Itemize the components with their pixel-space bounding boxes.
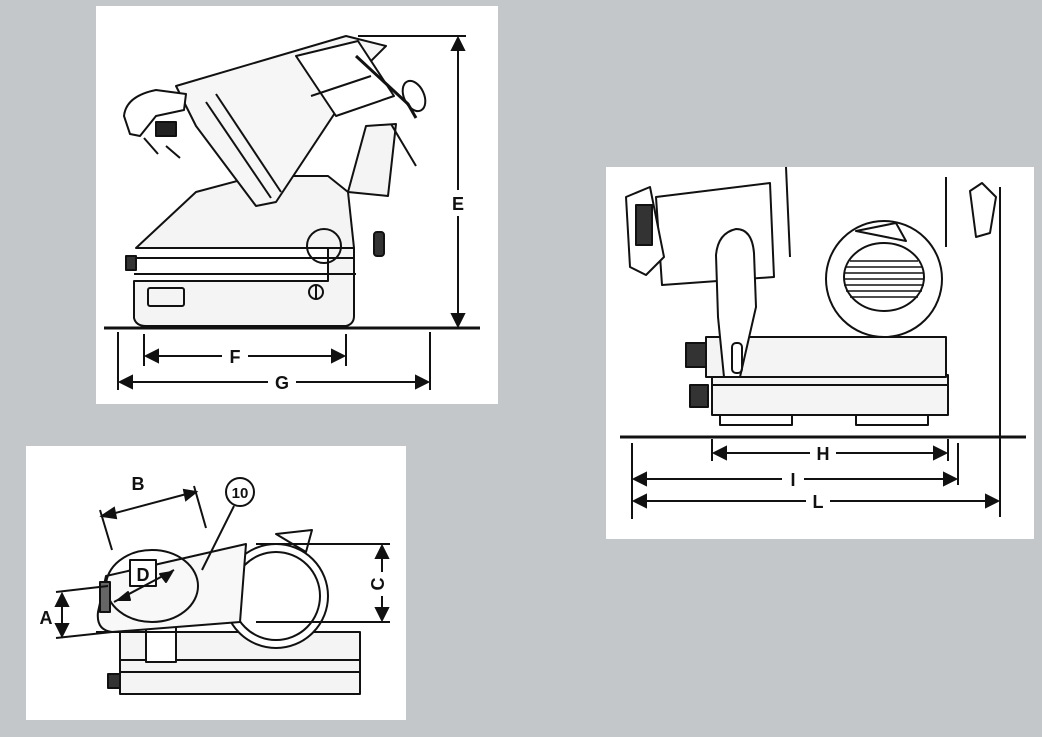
dim-F-label: F bbox=[230, 347, 241, 367]
side-view-panel: E F G bbox=[96, 6, 498, 404]
dim-C-label: C bbox=[368, 578, 388, 591]
front-arm bbox=[715, 228, 757, 378]
detail-view-panel: D 10 B A C bbox=[26, 446, 406, 720]
callout-leader bbox=[201, 505, 235, 571]
front-knob bbox=[685, 342, 707, 368]
slicer-base bbox=[133, 247, 355, 327]
callout-circle bbox=[225, 477, 255, 507]
detail-carriage bbox=[96, 543, 247, 633]
rear-handle bbox=[401, 79, 427, 113]
blade-guard bbox=[843, 242, 925, 312]
front-carriage-tray bbox=[655, 182, 775, 286]
front-view-panel: E H I L bbox=[606, 167, 1034, 539]
dim-G-label: G bbox=[275, 373, 289, 393]
dim-E-label: E bbox=[452, 194, 464, 214]
front-view-drawing: E H I L bbox=[620, 167, 1026, 519]
front-rear-handle bbox=[969, 182, 997, 238]
dim-H-text: H bbox=[817, 444, 830, 464]
dim-A-label: A bbox=[40, 608, 53, 628]
side-view-drawing: E F G bbox=[104, 35, 480, 394]
dim-B-label: B bbox=[132, 474, 145, 494]
motor-housing bbox=[306, 228, 342, 264]
front-base bbox=[711, 374, 949, 416]
dim-I-label: I bbox=[790, 470, 795, 490]
dim-E-arrow-top bbox=[450, 35, 466, 51]
detail-view-drawing: D 10 B A C bbox=[40, 474, 390, 695]
side-knob bbox=[373, 231, 385, 257]
base-label-plate bbox=[147, 287, 185, 307]
dim-B-line bbox=[103, 491, 195, 517]
callout-label: 10 bbox=[232, 485, 249, 502]
dim-L-label: L bbox=[813, 492, 824, 512]
pusher-handle bbox=[123, 89, 187, 137]
dim-E-arrow-bottom bbox=[450, 313, 466, 329]
dim-D-label: D bbox=[137, 565, 150, 585]
